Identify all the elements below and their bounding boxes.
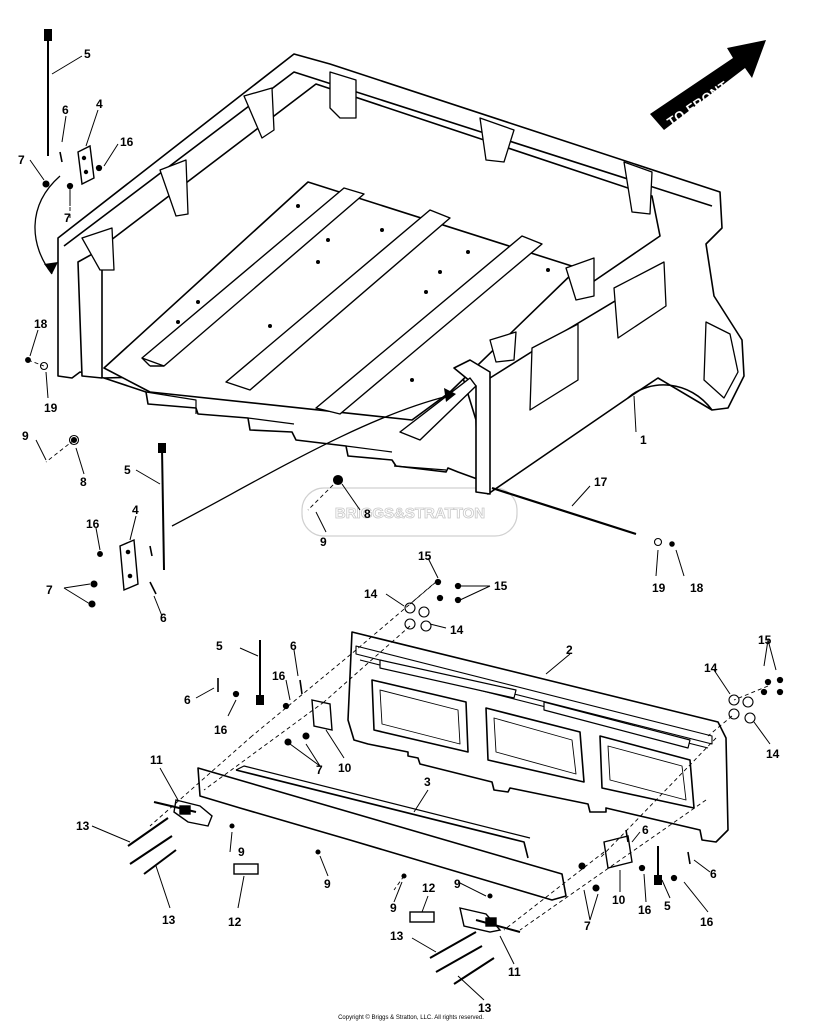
callout-label: 15 [494, 579, 508, 593]
callout-label: 6 [160, 611, 167, 625]
assembly-lines [27, 186, 769, 931]
callout-label: 16 [214, 723, 228, 737]
callout-label: 16 [700, 915, 714, 929]
callout-label: 6 [290, 639, 297, 653]
callout-label: 9 [390, 901, 397, 915]
callout-label: 18 [34, 317, 48, 331]
watermark-text: BRIGGS&STRATTON [335, 505, 485, 522]
callout-label: 8 [364, 507, 371, 521]
leader-lines [29, 55, 777, 1001]
copyright-notice: Copyright © Briggs & Stratton, LLC. All … [338, 1014, 484, 1021]
callout-label: 2 [566, 643, 573, 657]
callout-label: 15 [418, 549, 432, 563]
callout-label: 10 [612, 893, 626, 907]
callout-label: 7 [64, 211, 71, 225]
callout-label: 6 [642, 823, 649, 837]
callout-label: 12 [228, 915, 242, 929]
callout-label: 7 [584, 919, 591, 933]
callout-label: 8 [80, 475, 87, 489]
callout-label: 19 [652, 581, 666, 595]
callout-label: 13 [76, 819, 90, 833]
callout-label: 11 [150, 753, 163, 767]
callout-label: 6 [62, 103, 69, 117]
callout-label: 14 [450, 623, 464, 637]
callout-label: 5 [84, 47, 91, 61]
callout-label: 19 [44, 401, 58, 415]
callout-label: 5 [664, 899, 671, 913]
callout-label: 1 [640, 433, 647, 447]
callout-label: 16 [272, 669, 286, 683]
brand-watermark: BRIGGS&STRATTON [301, 487, 518, 537]
callout-label: 9 [324, 877, 331, 891]
callout-label: 7 [18, 153, 25, 167]
callout-label: 13 [478, 1001, 492, 1015]
callout-label: 6 [710, 867, 717, 881]
callout-label: 9 [454, 877, 461, 891]
callout-label: 7 [316, 763, 323, 777]
callout-label: 4 [96, 97, 103, 111]
callout-label: 16 [86, 517, 100, 531]
callout-label: 18 [690, 581, 704, 595]
callout-label: 16 [120, 135, 134, 149]
callout-label: 14 [364, 587, 378, 601]
hardware [25, 151, 784, 985]
callout-label: 4 [132, 503, 139, 517]
callout-label: 5 [124, 463, 131, 477]
latch-right [459, 907, 521, 933]
callout-label: 3 [424, 775, 431, 789]
callout-label: 6 [184, 693, 191, 707]
callout-label: 15 [758, 633, 772, 647]
cargo-box [57, 53, 745, 495]
callout-label: 12 [422, 881, 436, 895]
hinge-plates [77, 144, 633, 869]
callout-label: 10 [338, 761, 352, 775]
callout-label: 17 [594, 475, 608, 489]
callout-label: 9 [238, 845, 245, 859]
callout-label: 14 [766, 747, 780, 761]
callout-labels: 5 6 4 16 7 7 18 19 9 8 1 5 4 16 7 6 8 9 … [18, 47, 780, 1015]
tailgate [347, 631, 729, 843]
callout-label: 16 [638, 903, 652, 917]
to-front-arrow: TO FRONT [650, 40, 766, 130]
callout-label: 9 [320, 535, 327, 549]
callout-label: 9 [22, 429, 29, 443]
callout-label: 13 [162, 913, 176, 927]
callout-label: 7 [46, 583, 53, 597]
latch-left [153, 799, 213, 827]
tailgate-bracket [197, 765, 567, 901]
callout-label: 14 [704, 661, 718, 675]
cables [34, 29, 662, 885]
support-rod [491, 486, 637, 536]
callout-label: 5 [216, 639, 223, 653]
callout-label: 13 [390, 929, 404, 943]
callout-label: 11 [508, 965, 521, 979]
